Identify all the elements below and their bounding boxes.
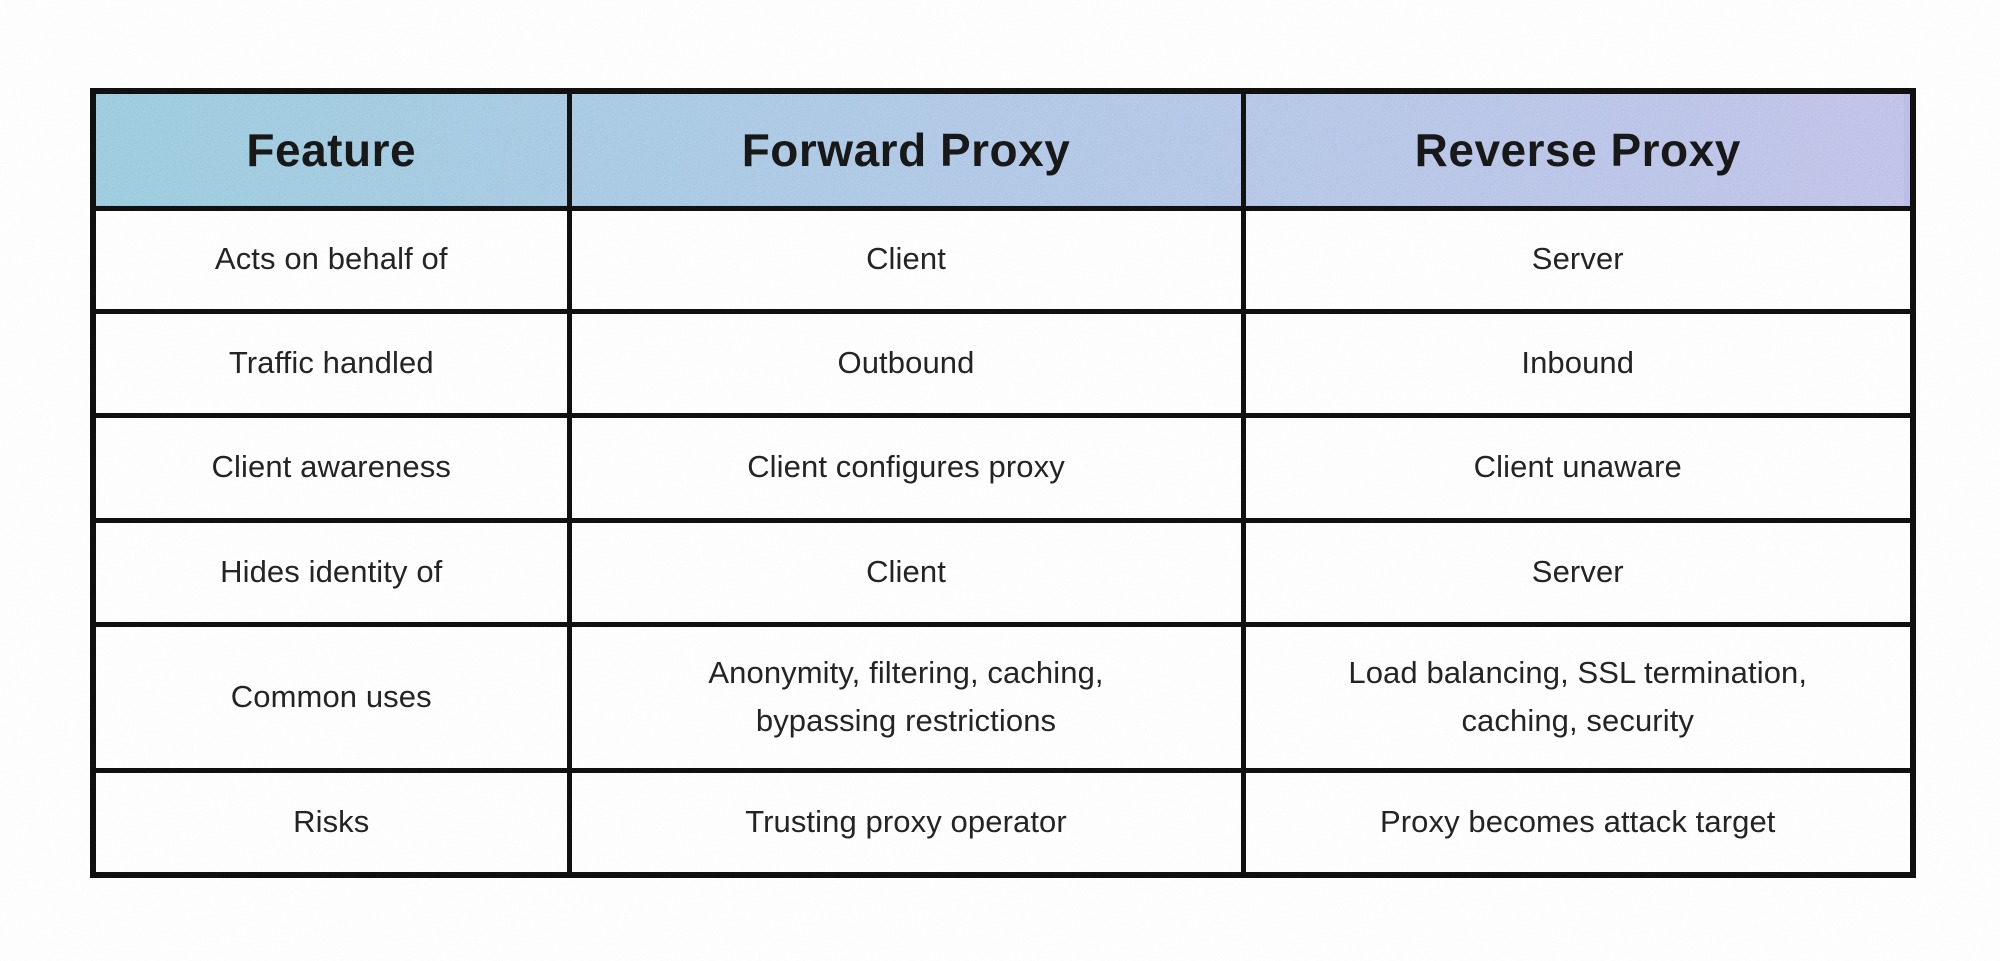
table-cell: Client unaware xyxy=(1240,412,1916,523)
table-row: Acts on behalf of Client Server xyxy=(90,205,1916,314)
table-cell: Client xyxy=(566,205,1246,314)
cell-text: Client awareness xyxy=(211,449,451,485)
cell-text: Client unaware xyxy=(1473,449,1682,485)
table-cell: Trusting proxy operator xyxy=(566,767,1246,878)
table-row: Traffic handled Outbound Inbound xyxy=(90,308,1916,418)
cell-text: Proxy becomes attack target xyxy=(1379,804,1776,840)
comparison-table: Feature Forward Proxy Reverse Proxy Acts… xyxy=(90,88,1916,878)
column-header-feature: Feature xyxy=(90,88,572,211)
cell-text: Hides identity of xyxy=(220,553,443,589)
table-cell: Inbound xyxy=(1240,308,1916,418)
header-row: Feature Forward Proxy Reverse Proxy xyxy=(90,88,1916,211)
cell-text: Trusting proxy operator xyxy=(745,804,1067,840)
table-cell: Load balancing, SSL termination, caching… xyxy=(1240,621,1916,773)
table-row: Risks Trusting proxy operator Proxy beco… xyxy=(90,767,1916,878)
table-cell: Server xyxy=(1240,205,1916,314)
cell-text: Server xyxy=(1531,553,1624,589)
proxy-comparison-table: Feature Forward Proxy Reverse Proxy Acts… xyxy=(90,88,1916,878)
table-row: Common uses Anonymity, filtering, cachin… xyxy=(90,621,1916,773)
cell-text: Acts on behalf of xyxy=(214,241,448,277)
table-cell: Acts on behalf of xyxy=(90,205,572,314)
column-header-reverse-proxy: Reverse Proxy xyxy=(1240,88,1916,211)
table-row: Hides identity of Client Server xyxy=(90,517,1916,627)
table-cell: Client configures proxy xyxy=(566,412,1246,523)
table-cell: Anonymity, filtering, caching, bypassing… xyxy=(566,621,1246,773)
cell-text: Client xyxy=(866,241,946,277)
cell-text: Client configures proxy xyxy=(747,449,1065,485)
cell-text: Outbound xyxy=(837,344,975,380)
table-cell: Common uses xyxy=(90,621,572,773)
table-cell: Client awareness xyxy=(90,412,572,523)
cell-text: Client xyxy=(866,553,946,589)
table-cell: Server xyxy=(1240,517,1916,627)
table-cell: Proxy becomes attack target xyxy=(1240,767,1916,878)
cell-text: Inbound xyxy=(1521,344,1635,380)
column-header-forward-proxy: Forward Proxy xyxy=(566,88,1246,211)
cell-text: Common uses xyxy=(230,678,432,714)
table-cell: Outbound xyxy=(566,308,1246,418)
table-cell: Risks xyxy=(90,767,572,878)
table-cell: Traffic handled xyxy=(90,308,572,418)
table-row: Client awareness Client configures proxy… xyxy=(90,412,1916,523)
cell-text: Traffic handled xyxy=(228,344,434,380)
table-cell: Hides identity of xyxy=(90,517,572,627)
cell-text: Risks xyxy=(293,804,370,840)
cell-text: Anonymity, filtering, caching, bypassing… xyxy=(708,654,1104,738)
cell-text: Server xyxy=(1531,241,1624,277)
cell-text: Load balancing, SSL termination, caching… xyxy=(1348,654,1808,738)
table-cell: Client xyxy=(566,517,1246,627)
